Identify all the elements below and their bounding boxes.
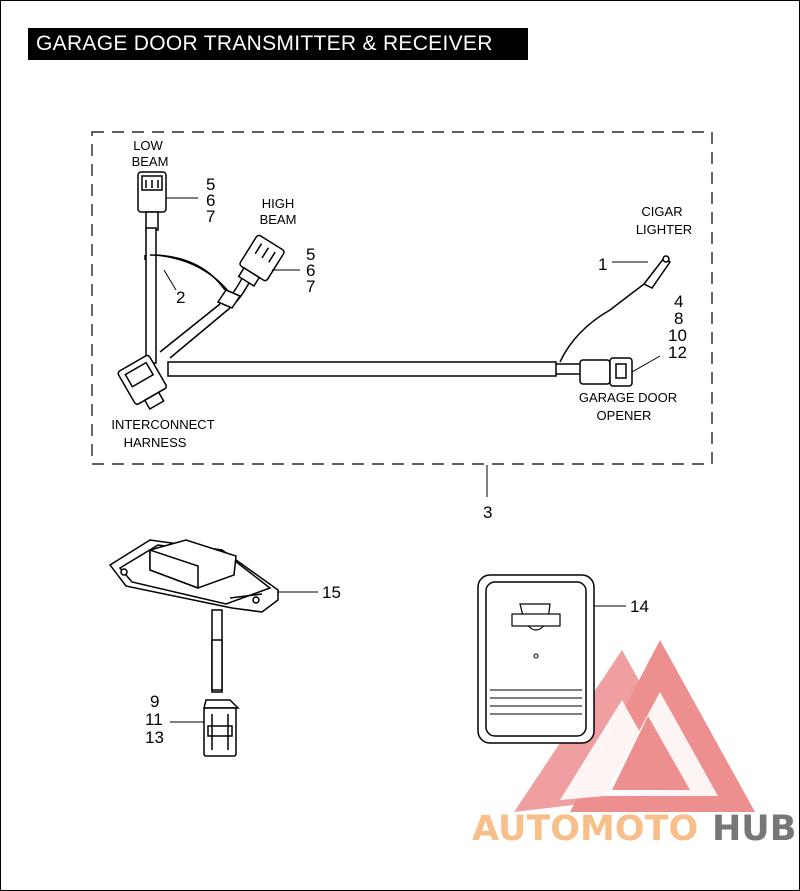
low-beam-connector bbox=[137, 171, 167, 231]
callout-receiver-connector-c: 13 bbox=[145, 728, 164, 747]
callout-opener-b: 8 bbox=[674, 309, 683, 328]
callout-opener-a: 4 bbox=[674, 292, 683, 311]
callout-leader-opener bbox=[631, 355, 661, 373]
callout-high-beam-a: 5 bbox=[306, 245, 315, 264]
callout-low-beam-c: 7 bbox=[206, 207, 215, 226]
label-low-beam-2: BEAM bbox=[132, 154, 169, 169]
callout-harness: 2 bbox=[176, 288, 185, 307]
high-beam-connector bbox=[237, 234, 285, 288]
label-interconnect-1: INTERCONNECT bbox=[111, 417, 214, 432]
garage-door-opener-connector bbox=[579, 357, 633, 387]
callout-receiver-connector-a: 9 bbox=[150, 692, 159, 711]
label-garage-2: OPENER bbox=[597, 408, 652, 423]
callout-opener-d: 12 bbox=[668, 343, 687, 362]
label-low-beam-1: LOW bbox=[133, 138, 163, 153]
page-title: GARAGE DOOR TRANSMITTER & RECEIVER bbox=[36, 32, 493, 55]
callout-low-beam-a: 5 bbox=[206, 175, 215, 194]
callout-opener-c: 10 bbox=[668, 326, 687, 345]
receiver-module bbox=[108, 539, 279, 757]
cigar-lighter-plug bbox=[642, 255, 672, 289]
callout-transmitter: 14 bbox=[630, 597, 649, 616]
watermark-text-1: AUTOMOTO bbox=[472, 809, 698, 849]
label-high-beam-2: BEAM bbox=[260, 212, 297, 227]
callout-leader-harness bbox=[163, 269, 177, 291]
interconnect-plug bbox=[117, 354, 167, 411]
watermark-text-2: HUB bbox=[712, 809, 796, 849]
label-cigar-2: LIGHTER bbox=[636, 222, 692, 237]
label-garage-1: GARAGE DOOR bbox=[579, 390, 677, 405]
label-interconnect-2: HARNESS bbox=[124, 435, 187, 450]
kit-boundary bbox=[91, 131, 713, 465]
callout-low-beam-b: 6 bbox=[206, 191, 215, 210]
garage-door-transmitter bbox=[477, 574, 595, 744]
callout-receiver: 15 bbox=[322, 583, 341, 602]
callout-high-beam-c: 7 bbox=[306, 277, 315, 296]
watermark-logo bbox=[514, 640, 755, 812]
label-cigar-1: CIGAR bbox=[641, 204, 682, 219]
title-bar: GARAGE DOOR TRANSMITTER & RECEIVER bbox=[28, 28, 528, 60]
label-high-beam-1: HIGH bbox=[262, 196, 295, 211]
callout-receiver-connector-b: 11 bbox=[145, 710, 163, 729]
callout-cigar: 1 bbox=[598, 255, 607, 274]
callout-kit: 3 bbox=[483, 503, 492, 522]
callout-high-beam-b: 6 bbox=[306, 261, 315, 280]
interconnect-harness-wires bbox=[144, 227, 645, 377]
